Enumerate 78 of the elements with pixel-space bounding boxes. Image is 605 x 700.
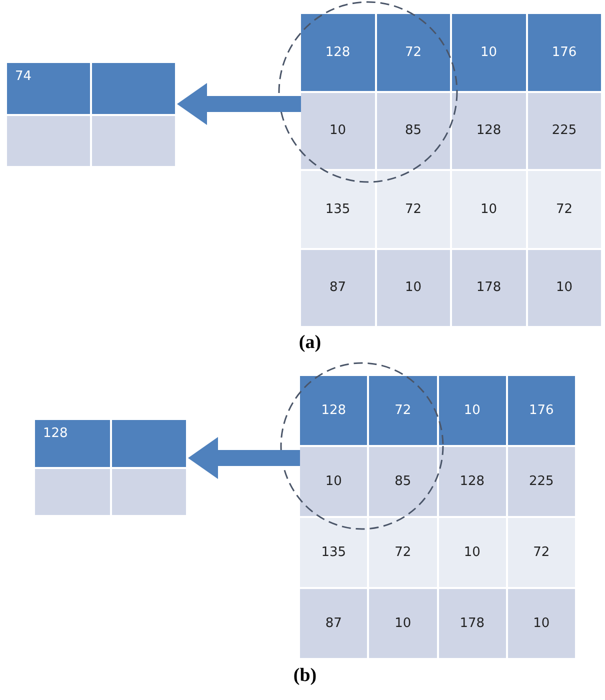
- cell-value: 87: [329, 280, 346, 296]
- cell-value: 10: [325, 474, 342, 489]
- cell-value: 10: [533, 616, 550, 631]
- grid-cell: [376, 92, 450, 169]
- cell-value: 10: [480, 44, 498, 60]
- grid-cell: [528, 92, 601, 169]
- cell-value: 10: [464, 403, 480, 418]
- input-grid: [300, 376, 577, 660]
- grid-cell: [301, 250, 374, 326]
- grid-cell: [35, 468, 110, 515]
- cell-value: 128: [325, 44, 350, 60]
- grid-cell: [112, 420, 186, 466]
- cell-value: 10: [404, 280, 422, 296]
- grid-cell: [376, 250, 450, 326]
- grid-cell: [301, 92, 374, 169]
- cell-value: 10: [394, 616, 412, 631]
- input-grid: [301, 14, 603, 328]
- cell-value: 135: [321, 545, 346, 560]
- grid-cell: [92, 116, 175, 166]
- output-grid: [7, 63, 177, 168]
- cell-value: 178: [476, 280, 502, 296]
- grid-cell: [300, 518, 368, 587]
- cell-value: 128: [476, 123, 502, 138]
- grid-cell: [438, 376, 506, 445]
- grid-cell: [369, 376, 436, 445]
- block-arrow: [177, 83, 301, 125]
- cell-value: 87: [325, 616, 342, 631]
- grid-cell: [369, 589, 436, 658]
- grid-cell: [508, 376, 575, 445]
- grid-cell: [452, 250, 526, 326]
- grid-cell: [7, 116, 90, 166]
- grid-cell: [7, 63, 90, 114]
- panel-caption: (b): [293, 665, 317, 687]
- cell-value: 135: [325, 202, 350, 217]
- cell-value: 225: [552, 123, 577, 138]
- cell-value: 225: [528, 474, 554, 489]
- grid-cell: [112, 468, 186, 515]
- grid-cell: [452, 14, 526, 90]
- grid-cell: [300, 447, 368, 516]
- grid-cell: [376, 171, 450, 248]
- cell-value: 72: [394, 403, 412, 418]
- cell-value: 72: [404, 44, 422, 60]
- grid-cell: [438, 589, 506, 658]
- grid-cell: [301, 14, 374, 90]
- cell-value: 10: [556, 280, 573, 296]
- grid-cell: [300, 589, 368, 658]
- cell-value: 74: [15, 69, 32, 84]
- cell-value: 72: [533, 545, 550, 560]
- cell-value: 128: [43, 426, 68, 441]
- cell-value: 128: [460, 474, 485, 489]
- grid-cell: [35, 420, 110, 466]
- grid-cell: [376, 14, 450, 90]
- grid-cell: [369, 518, 436, 587]
- grid-cell: [92, 63, 175, 114]
- grid-cell: [508, 447, 575, 516]
- cell-value: 85: [394, 474, 412, 489]
- cell-value: 176: [552, 44, 577, 60]
- panel-caption: (a): [298, 332, 322, 354]
- grid-cell: [369, 447, 436, 516]
- grid-cell: [438, 447, 506, 516]
- grid-cell: [300, 376, 368, 445]
- cell-value: 10: [329, 123, 346, 138]
- cell-value: 10: [480, 202, 498, 217]
- grid-cell: [528, 250, 601, 326]
- block-arrow: [188, 437, 300, 479]
- grid-cell: [528, 14, 601, 90]
- cell-value: 72: [556, 202, 573, 217]
- grid-cell: [301, 171, 374, 248]
- cell-value: 10: [464, 545, 480, 560]
- cell-value: 72: [394, 545, 412, 560]
- cell-value: 128: [321, 403, 346, 418]
- output-grid: [35, 420, 188, 517]
- grid-cell: [508, 589, 575, 658]
- cell-value: 85: [404, 123, 422, 138]
- cell-value: 72: [404, 202, 422, 217]
- cell-value: 178: [460, 616, 485, 631]
- cell-value: 176: [528, 403, 554, 418]
- grid-cell: [452, 92, 526, 169]
